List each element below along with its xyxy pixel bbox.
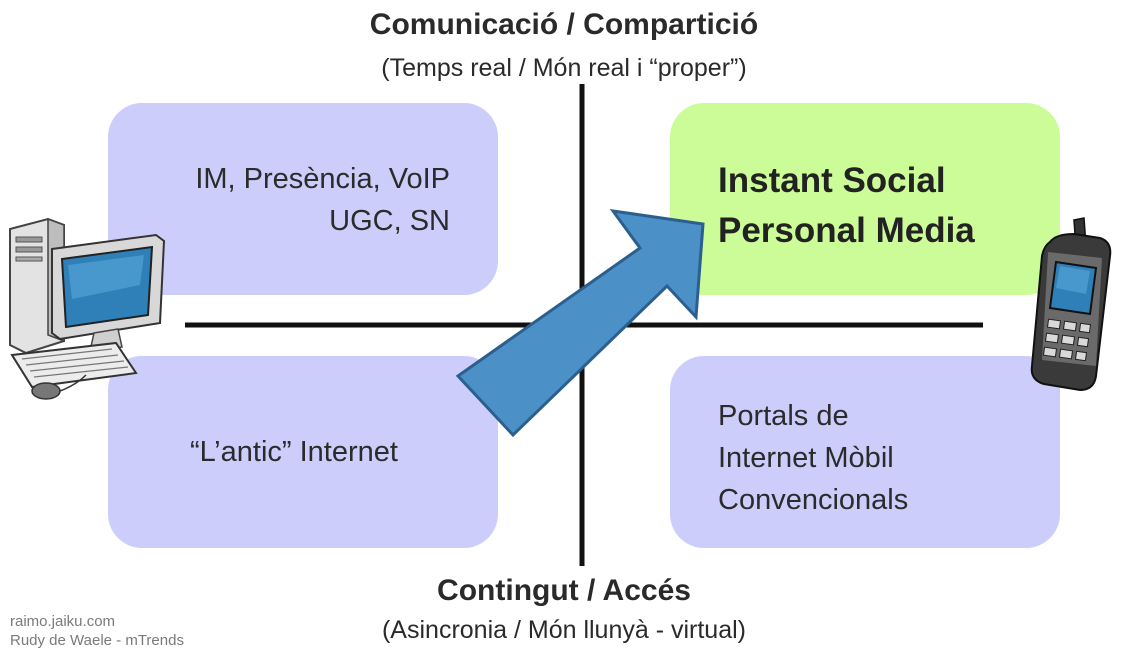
mobile-phone-icon bbox=[1030, 217, 1112, 392]
quadrant-top-right bbox=[670, 103, 1060, 295]
bottom-axis-title: Contingut / Accés bbox=[437, 574, 691, 607]
quadrant-top-left-text: IM, Presència, VoIP UGC, SN bbox=[150, 158, 450, 242]
quadrant-bottom-right-text: Portals de Internet Mòbil Convencionals bbox=[718, 395, 1038, 521]
top-axis-subtitle: (Temps real / Món real i “proper”) bbox=[381, 54, 747, 82]
quadrant-top-right-line-1: Instant Social bbox=[718, 161, 946, 200]
quadrant-bottom-right bbox=[670, 356, 1060, 548]
quadrant-bottom-left bbox=[108, 356, 498, 548]
desktop-computer-icon bbox=[9, 217, 166, 400]
credits: raimo.jaiku.com Rudy de Waele - mTrends bbox=[10, 612, 184, 650]
top-axis-title: Comunicació / Compartició bbox=[369, 8, 759, 41]
credit-line-1: raimo.jaiku.com bbox=[10, 613, 116, 630]
credit-line-2: Rudy de Waele - mTrends bbox=[10, 632, 184, 649]
quadrant-top-left-line-1: IM, Presència, VoIP bbox=[195, 163, 450, 195]
quadrant-top-left bbox=[108, 103, 498, 295]
quadrant-bottom-right-line-1: Portals de bbox=[718, 400, 849, 432]
quadrant-bottom-right-line-2: Internet Mòbil bbox=[718, 442, 894, 474]
quadrant-bottom-right-line-3: Convencionals bbox=[718, 484, 909, 516]
quadrant-top-right-line-2: Personal Media bbox=[718, 211, 975, 250]
quadrant-top-left-line-2: UGC, SN bbox=[329, 205, 450, 237]
quadrant-bottom-left-text: “L’antic” Internet bbox=[190, 431, 490, 473]
quadrant-bottom-left-line-1: “L’antic” Internet bbox=[190, 436, 398, 468]
bottom-axis-subtitle: (Asincronia / Món llunyà - virtual) bbox=[381, 616, 746, 644]
quadrant-top-right-text: Instant Social Personal Media bbox=[718, 156, 1038, 256]
